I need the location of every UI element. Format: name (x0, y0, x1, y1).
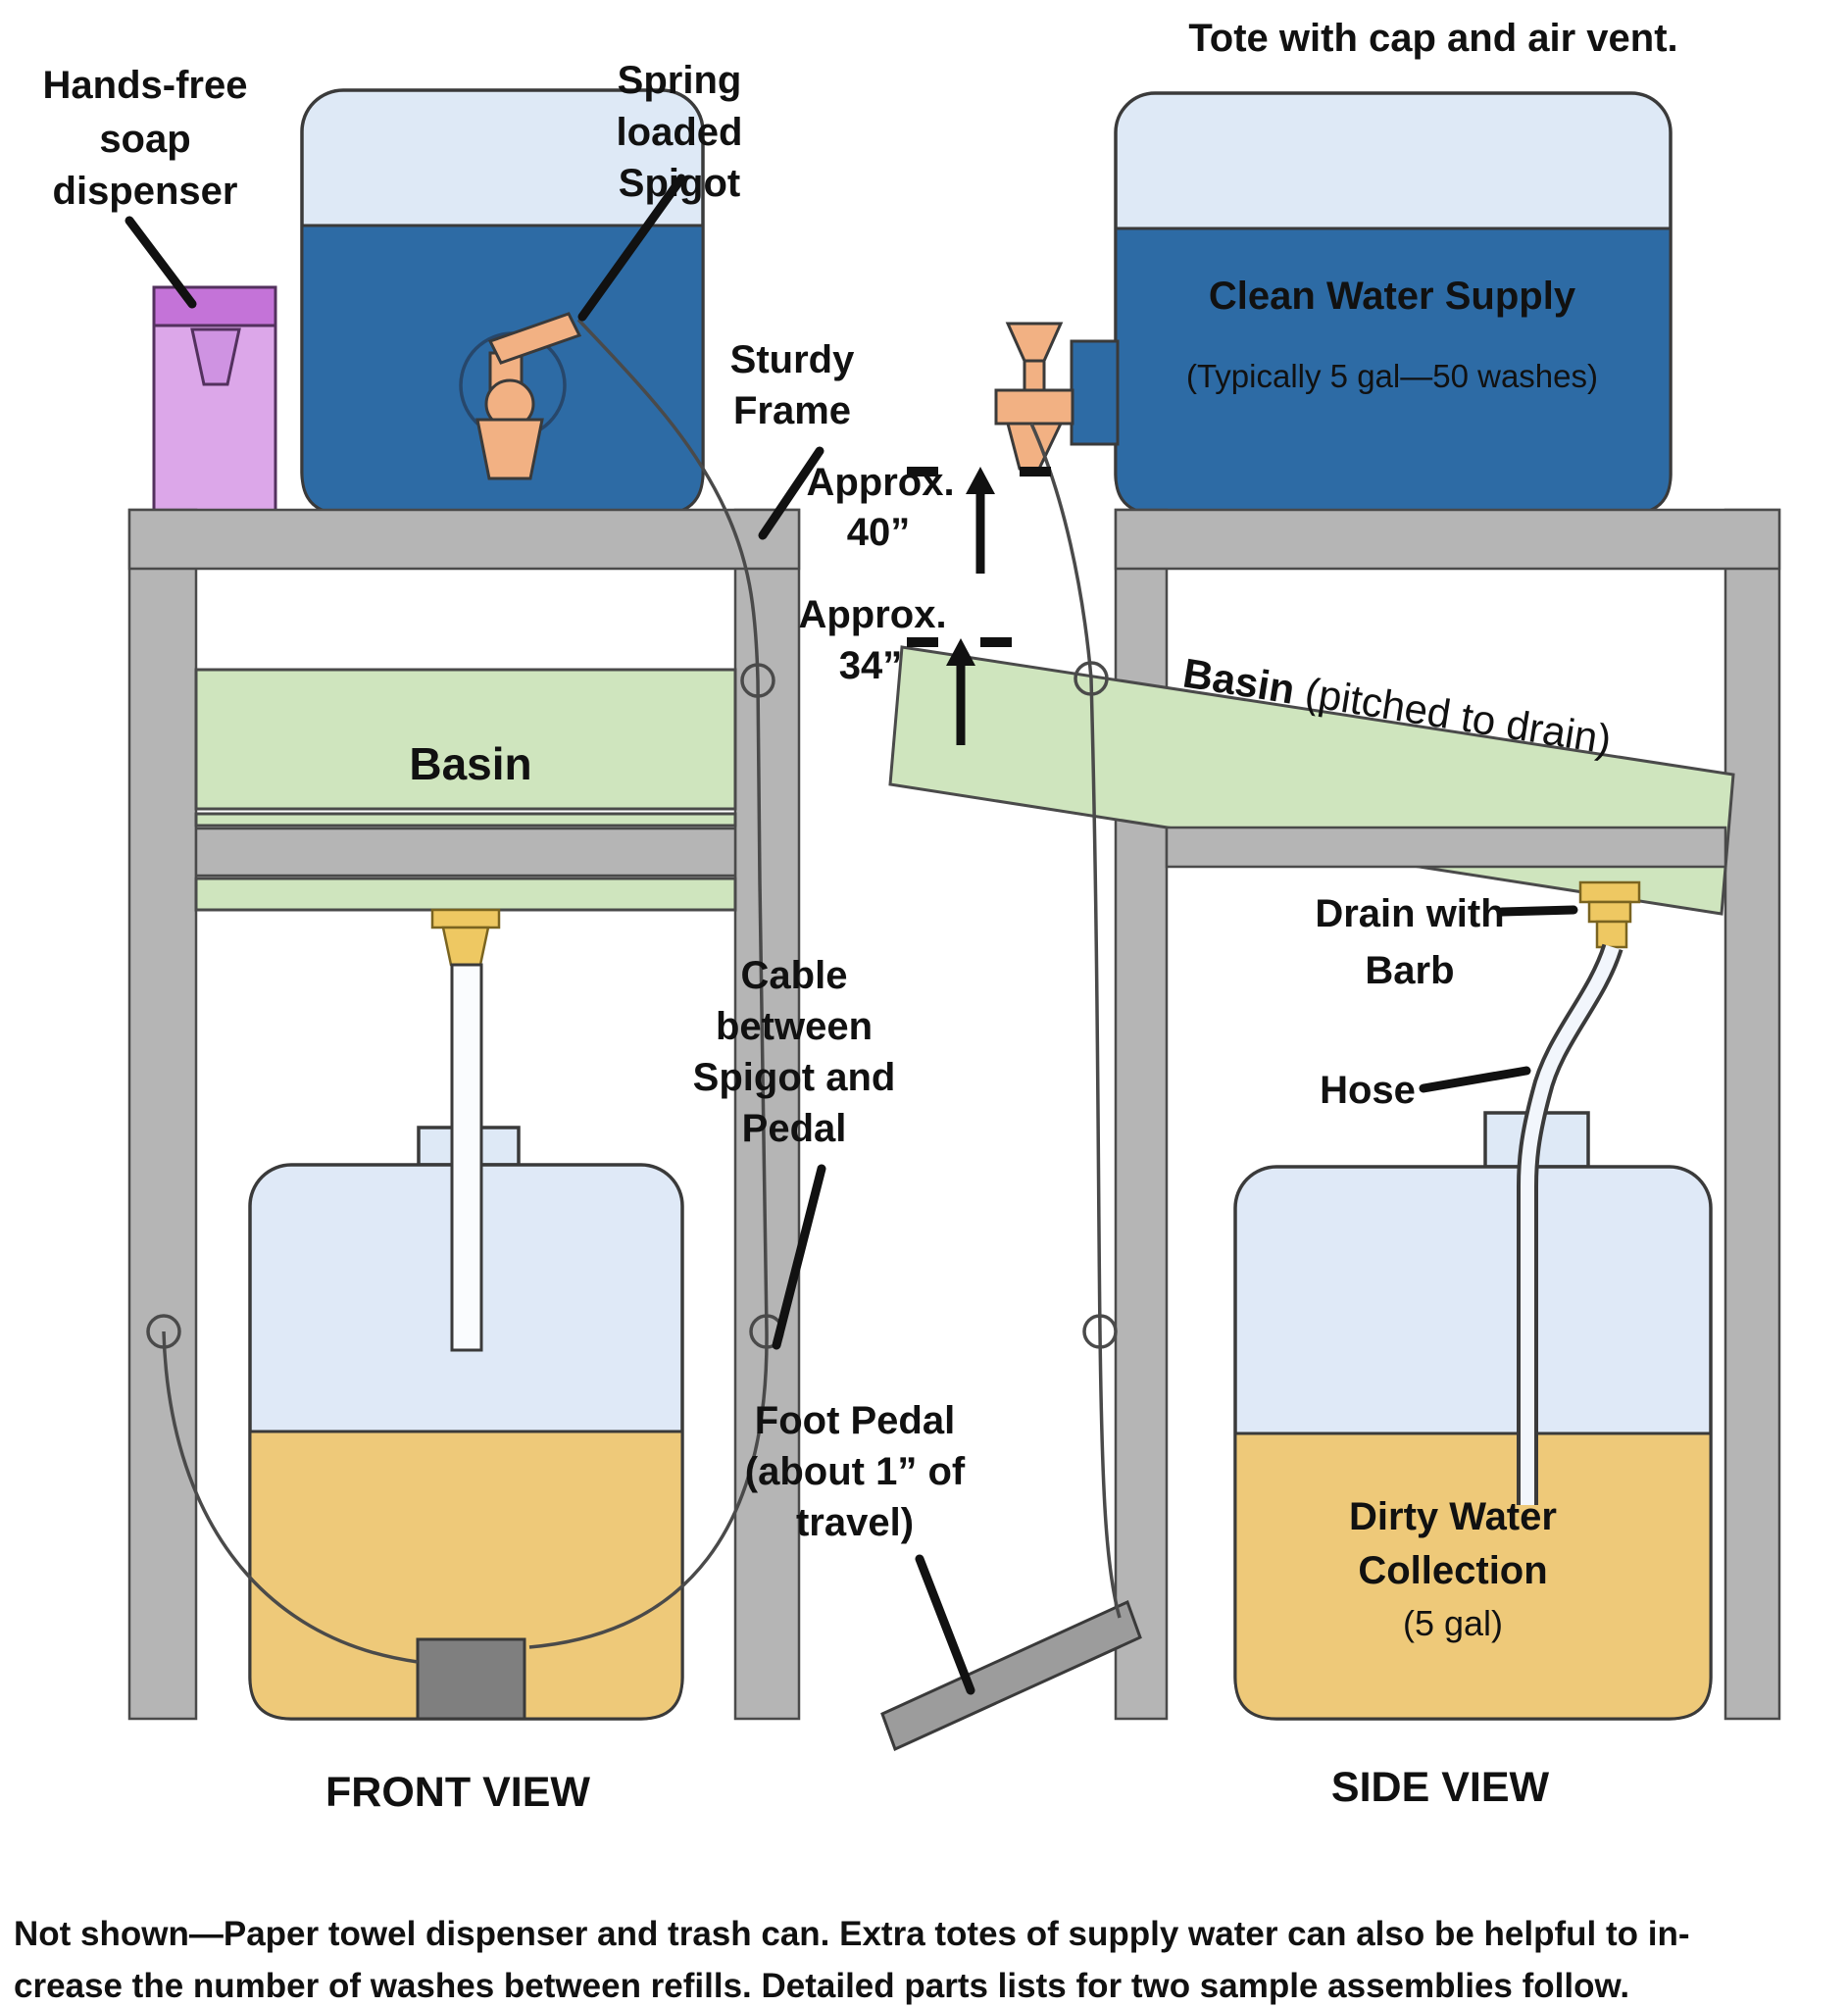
foot-pedal-line3: travel) (796, 1501, 914, 1544)
front-drain-pipe (450, 963, 483, 1352)
front-basin-bowl (194, 668, 737, 811)
front-view-caption: FRONT VIEW (325, 1769, 590, 1816)
side-jug-dirty-water (1233, 1431, 1713, 1721)
cable-line4: Pedal (742, 1107, 847, 1150)
foot-pedal-line1: Foot Pedal (755, 1399, 955, 1442)
approx40-arrow-head (966, 467, 995, 494)
front-upper-eyelet (740, 663, 775, 698)
side-clean-water-tote: Clean Water Supply (Typically 5 gal—50 w… (1114, 91, 1673, 516)
sturdy-line2: Frame (733, 389, 851, 432)
front-left-leg (127, 508, 198, 1721)
footer-line2: crease the number of washes between refi… (14, 1967, 1629, 2005)
footer-line1: Not shown—Paper towel dispenser and tras… (14, 1915, 1689, 1953)
side-view-caption: SIDE VIEW (1331, 1764, 1550, 1811)
soap-funnel (190, 327, 241, 386)
hose-pointer (1419, 1066, 1531, 1093)
drain-line1: Drain with (1315, 892, 1504, 935)
approx34-line2: 34” (839, 644, 903, 687)
dirty-water-line3: (5 gal) (1403, 1603, 1503, 1643)
side-drain-tip (1595, 920, 1628, 949)
approx-34-callout: Approx. 34” (798, 593, 1012, 745)
spring-label-line1: Spring (618, 59, 742, 102)
side-spigot-neck (1023, 359, 1046, 392)
drain-line2: Barb (1365, 949, 1454, 992)
cable-line3: Spigot and (693, 1056, 896, 1099)
cable-line2: between (716, 1005, 873, 1048)
dirty-water-line2: Collection (1358, 1549, 1547, 1592)
front-basin: Basin (194, 668, 737, 912)
hose-text: Hose (1320, 1069, 1416, 1112)
approx-40-callout: Approx. 40” (806, 461, 1051, 574)
spigot-handle (487, 312, 582, 365)
soap-cap (152, 285, 277, 327)
spring-spigot-label: Spring loaded Spigot (577, 59, 743, 322)
hose-tube (1521, 944, 1620, 1505)
clean-water-subtitle: (Typically 5 gal—50 washes) (1186, 358, 1598, 394)
soap-label: Hands-free soap dispenser (43, 64, 248, 309)
side-spigot (994, 322, 1120, 471)
front-foot-pedal (416, 1637, 526, 1721)
sturdy-frame-label: Sturdy Frame (730, 338, 855, 540)
approx34-line1: Approx. (798, 593, 946, 636)
side-upper-eyelet (1074, 661, 1109, 696)
side-spigot-funnel (1005, 322, 1064, 363)
cable-pointer (772, 1164, 826, 1350)
front-right-leg (733, 508, 801, 1721)
front-basin-shelf (194, 827, 737, 878)
front-drain-flange (430, 908, 501, 929)
side-dirty-jug: Dirty Water Collection (5 gal) (1233, 1111, 1713, 1721)
front-basin-underside (194, 877, 737, 912)
front-left-eyelet (146, 1314, 181, 1349)
foot-pedal-pointer (915, 1554, 975, 1695)
front-basin-label: Basin (409, 738, 531, 789)
foot-pedal-line2: (about 1” of (745, 1450, 966, 1493)
front-drain (430, 908, 501, 967)
side-cable (1029, 423, 1122, 1619)
soap-label-line1: Hands-free (43, 64, 248, 107)
approx40-line2: 40” (847, 511, 911, 554)
sturdy-frame-pointer (758, 446, 824, 540)
side-basin-shelf (1165, 826, 1727, 869)
side-spigot-body (994, 388, 1074, 426)
side-drain-mid (1587, 900, 1632, 924)
side-frame (1114, 508, 1781, 1721)
front-spring-spigot (459, 312, 582, 480)
side-drain-flange (1578, 880, 1641, 904)
side-basin: Basin (pitched to drain) (888, 645, 1735, 916)
sturdy-line1: Sturdy (730, 338, 855, 381)
front-top-shelf (127, 508, 801, 571)
side-top-shelf (1114, 508, 1781, 571)
front-drain-barb (441, 926, 490, 967)
clean-water-title: Clean Water Supply (1209, 275, 1576, 318)
approx34-arrow-head (946, 638, 975, 666)
foot-pedal-label: Foot Pedal (about 1” of travel) (745, 1399, 975, 1695)
soap-label-line3: dispenser (53, 170, 238, 213)
spring-label-line2: loaded (617, 111, 743, 154)
hose-label: Hose (1320, 1066, 1531, 1112)
cable-label: Cable between Spigot and Pedal (693, 954, 896, 1350)
soap-dispenser (152, 285, 277, 516)
spigot-cup (475, 418, 544, 480)
side-drain-barb (1578, 880, 1641, 949)
soap-label-line2: soap (99, 118, 190, 161)
drain-label: Drain with Barb (1315, 892, 1578, 992)
front-cable-left (162, 1330, 419, 1664)
drain-pointer (1497, 905, 1578, 917)
side-hose (1517, 943, 1623, 1505)
front-frame (127, 508, 801, 1721)
side-foot-pedal (880, 1599, 1142, 1752)
front-basin-rim (194, 812, 737, 828)
side-spout-tab (1070, 339, 1120, 446)
side-lower-eyelet (1082, 1314, 1118, 1349)
soap-pointer (125, 216, 197, 309)
spring-spigot-pointer (577, 174, 686, 322)
front-cable-right (528, 318, 769, 1649)
tote-cap-label: Tote with cap and air vent. (1188, 17, 1677, 60)
side-right-leg (1723, 508, 1781, 1721)
cable-line1: Cable (741, 954, 848, 997)
